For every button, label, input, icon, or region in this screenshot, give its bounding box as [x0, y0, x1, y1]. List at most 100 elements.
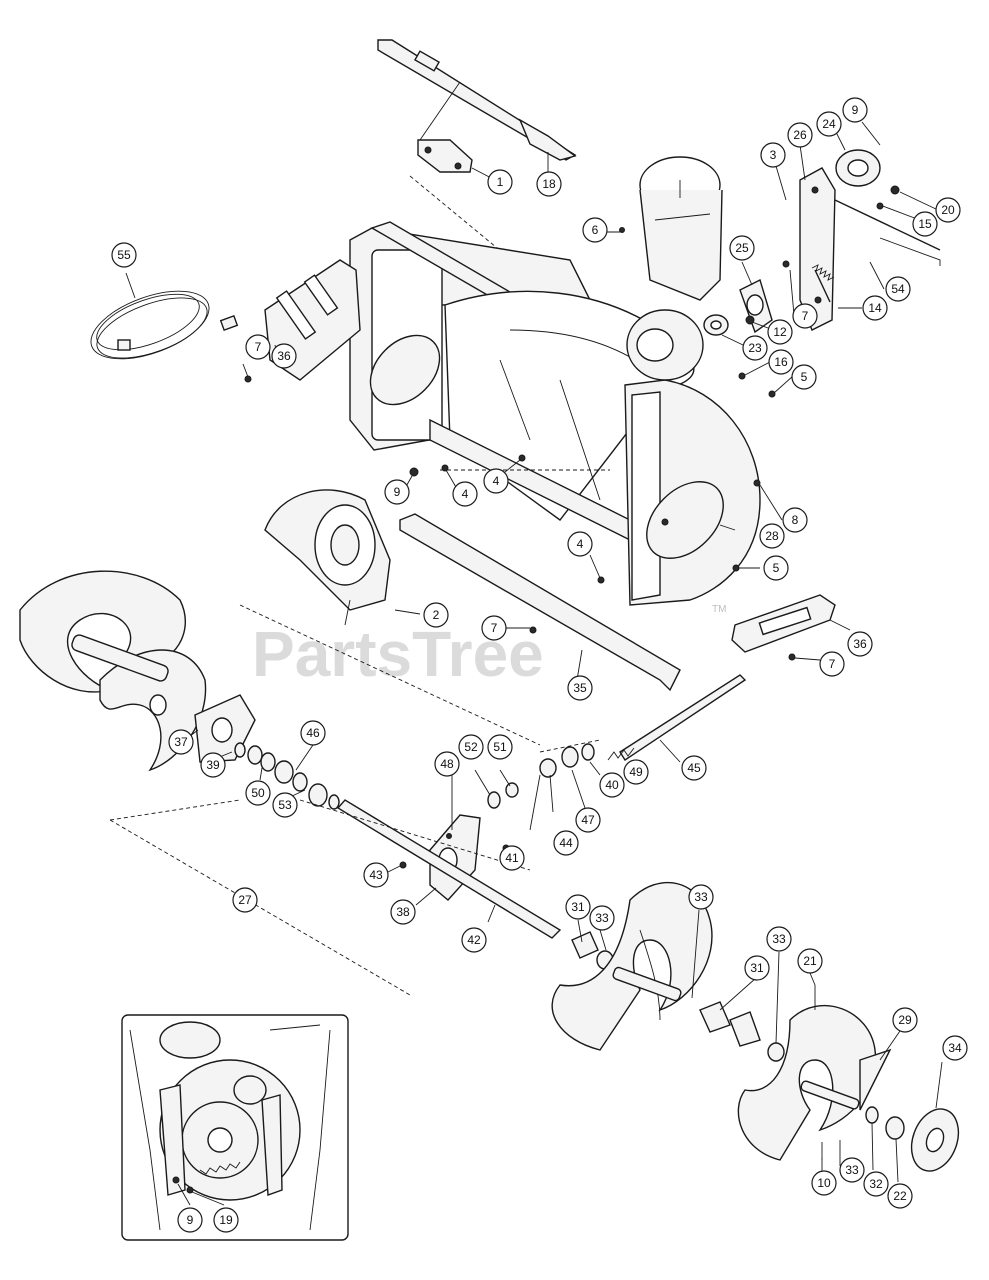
svg-text:4: 4: [577, 537, 584, 551]
callout-33d: 33: [839, 1157, 865, 1183]
svg-text:4: 4: [493, 474, 500, 488]
svg-text:12: 12: [773, 325, 787, 339]
callout-49: 49: [623, 759, 649, 785]
svg-text:38: 38: [396, 905, 410, 919]
callout-40: 40: [599, 772, 625, 798]
callout-7a: 7: [245, 334, 271, 360]
callout-44: 44: [553, 830, 579, 856]
callout-42: 42: [461, 927, 487, 953]
auger-drive-shaft: [377, 39, 577, 161]
svg-text:10: 10: [817, 1176, 831, 1190]
callout-7d: 7: [819, 651, 845, 677]
callout-8: 8: [782, 507, 808, 533]
extension-cord: [90, 290, 239, 360]
callout-9c: 9: [177, 1207, 203, 1233]
svg-text:9: 9: [852, 103, 859, 117]
svg-text:9: 9: [187, 1213, 194, 1227]
svg-text:39: 39: [206, 758, 220, 772]
svg-text:53: 53: [278, 798, 292, 812]
svg-text:5: 5: [801, 370, 808, 384]
callout-39: 39: [200, 752, 226, 778]
scraper-bar: [399, 469, 681, 692]
svg-text:20: 20: [941, 203, 955, 217]
callout-22: 22: [887, 1183, 913, 1209]
svg-text:3: 3: [770, 148, 777, 162]
svg-text:6: 6: [592, 223, 599, 237]
callout-53: 53: [272, 792, 298, 818]
callout-36b: 36: [847, 631, 873, 657]
right-auger: [737, 985, 892, 1161]
auger-shaft: [109, 799, 562, 996]
svg-text:33: 33: [595, 911, 609, 925]
svg-text:44: 44: [559, 836, 573, 850]
svg-text:28: 28: [765, 529, 779, 543]
callout-12: 12: [767, 319, 793, 345]
callout-18: 18: [536, 171, 562, 197]
svg-text:2: 2: [433, 608, 440, 622]
callout-34: 34: [942, 1035, 968, 1061]
callout-16: 16: [768, 349, 794, 375]
svg-text:33: 33: [772, 932, 786, 946]
svg-text:49: 49: [629, 765, 643, 779]
callout-54: 54: [885, 276, 911, 302]
callout-26: 26: [787, 122, 813, 148]
svg-text:14: 14: [868, 301, 882, 315]
svg-text:7: 7: [802, 309, 809, 323]
discharge-chute: [639, 156, 723, 301]
svg-text:19: 19: [219, 1213, 233, 1227]
callout-25: 25: [729, 235, 755, 261]
svg-text:26: 26: [793, 128, 807, 142]
callout-45: 45: [681, 755, 707, 781]
callout-14: 14: [862, 295, 888, 321]
callout-19: 19: [213, 1207, 239, 1233]
bearing-flange: [703, 279, 773, 336]
callout-33b: 33: [688, 884, 714, 910]
callout-10: 10: [811, 1170, 837, 1196]
svg-text:1: 1: [497, 175, 504, 189]
callout-23: 23: [742, 335, 768, 361]
callout-9b: 9: [384, 479, 410, 505]
svg-text:37: 37: [174, 735, 188, 749]
spring-14: [814, 269, 831, 303]
callout-37: 37: [168, 729, 194, 755]
svg-text:33: 33: [694, 890, 708, 904]
callout-20: 20: [935, 197, 961, 223]
pulley-bracket: [799, 149, 941, 331]
callout-28: 28: [759, 523, 785, 549]
callout-46: 46: [300, 720, 326, 746]
svg-text:27: 27: [238, 893, 252, 907]
callout-9a: 9: [842, 97, 868, 123]
svg-text:52: 52: [464, 740, 478, 754]
svg-text:45: 45: [687, 761, 701, 775]
svg-text:7: 7: [255, 340, 262, 354]
svg-text:7: 7: [829, 657, 836, 671]
callout-48: 48: [434, 751, 460, 777]
svg-text:31: 31: [571, 900, 585, 914]
svg-text:23: 23: [748, 341, 762, 355]
callout-31b: 31: [744, 955, 770, 981]
middle-auger: [551, 881, 713, 1051]
callout-5a: 5: [791, 364, 817, 390]
callout-15: 15: [912, 211, 938, 237]
svg-text:50: 50: [251, 786, 265, 800]
svg-text:32: 32: [869, 1177, 883, 1191]
detail-inset: [121, 1014, 349, 1241]
callout-35: 35: [567, 675, 593, 701]
svg-text:7: 7: [491, 621, 498, 635]
svg-text:22: 22: [893, 1189, 907, 1203]
hardware-leaders: [125, 121, 943, 1206]
svg-text:35: 35: [573, 681, 587, 695]
spacer-31a: [571, 931, 614, 970]
callout-7b: 7: [792, 303, 818, 329]
svg-text:36: 36: [277, 349, 291, 363]
worm-shaft: [607, 674, 747, 761]
callout-27: 27: [232, 887, 258, 913]
svg-text:25: 25: [735, 241, 749, 255]
svg-text:51: 51: [493, 740, 507, 754]
svg-text:40: 40: [605, 778, 619, 792]
svg-text:4: 4: [462, 487, 469, 501]
callout-4b: 4: [483, 468, 509, 494]
callout-7c: 7: [481, 615, 507, 641]
